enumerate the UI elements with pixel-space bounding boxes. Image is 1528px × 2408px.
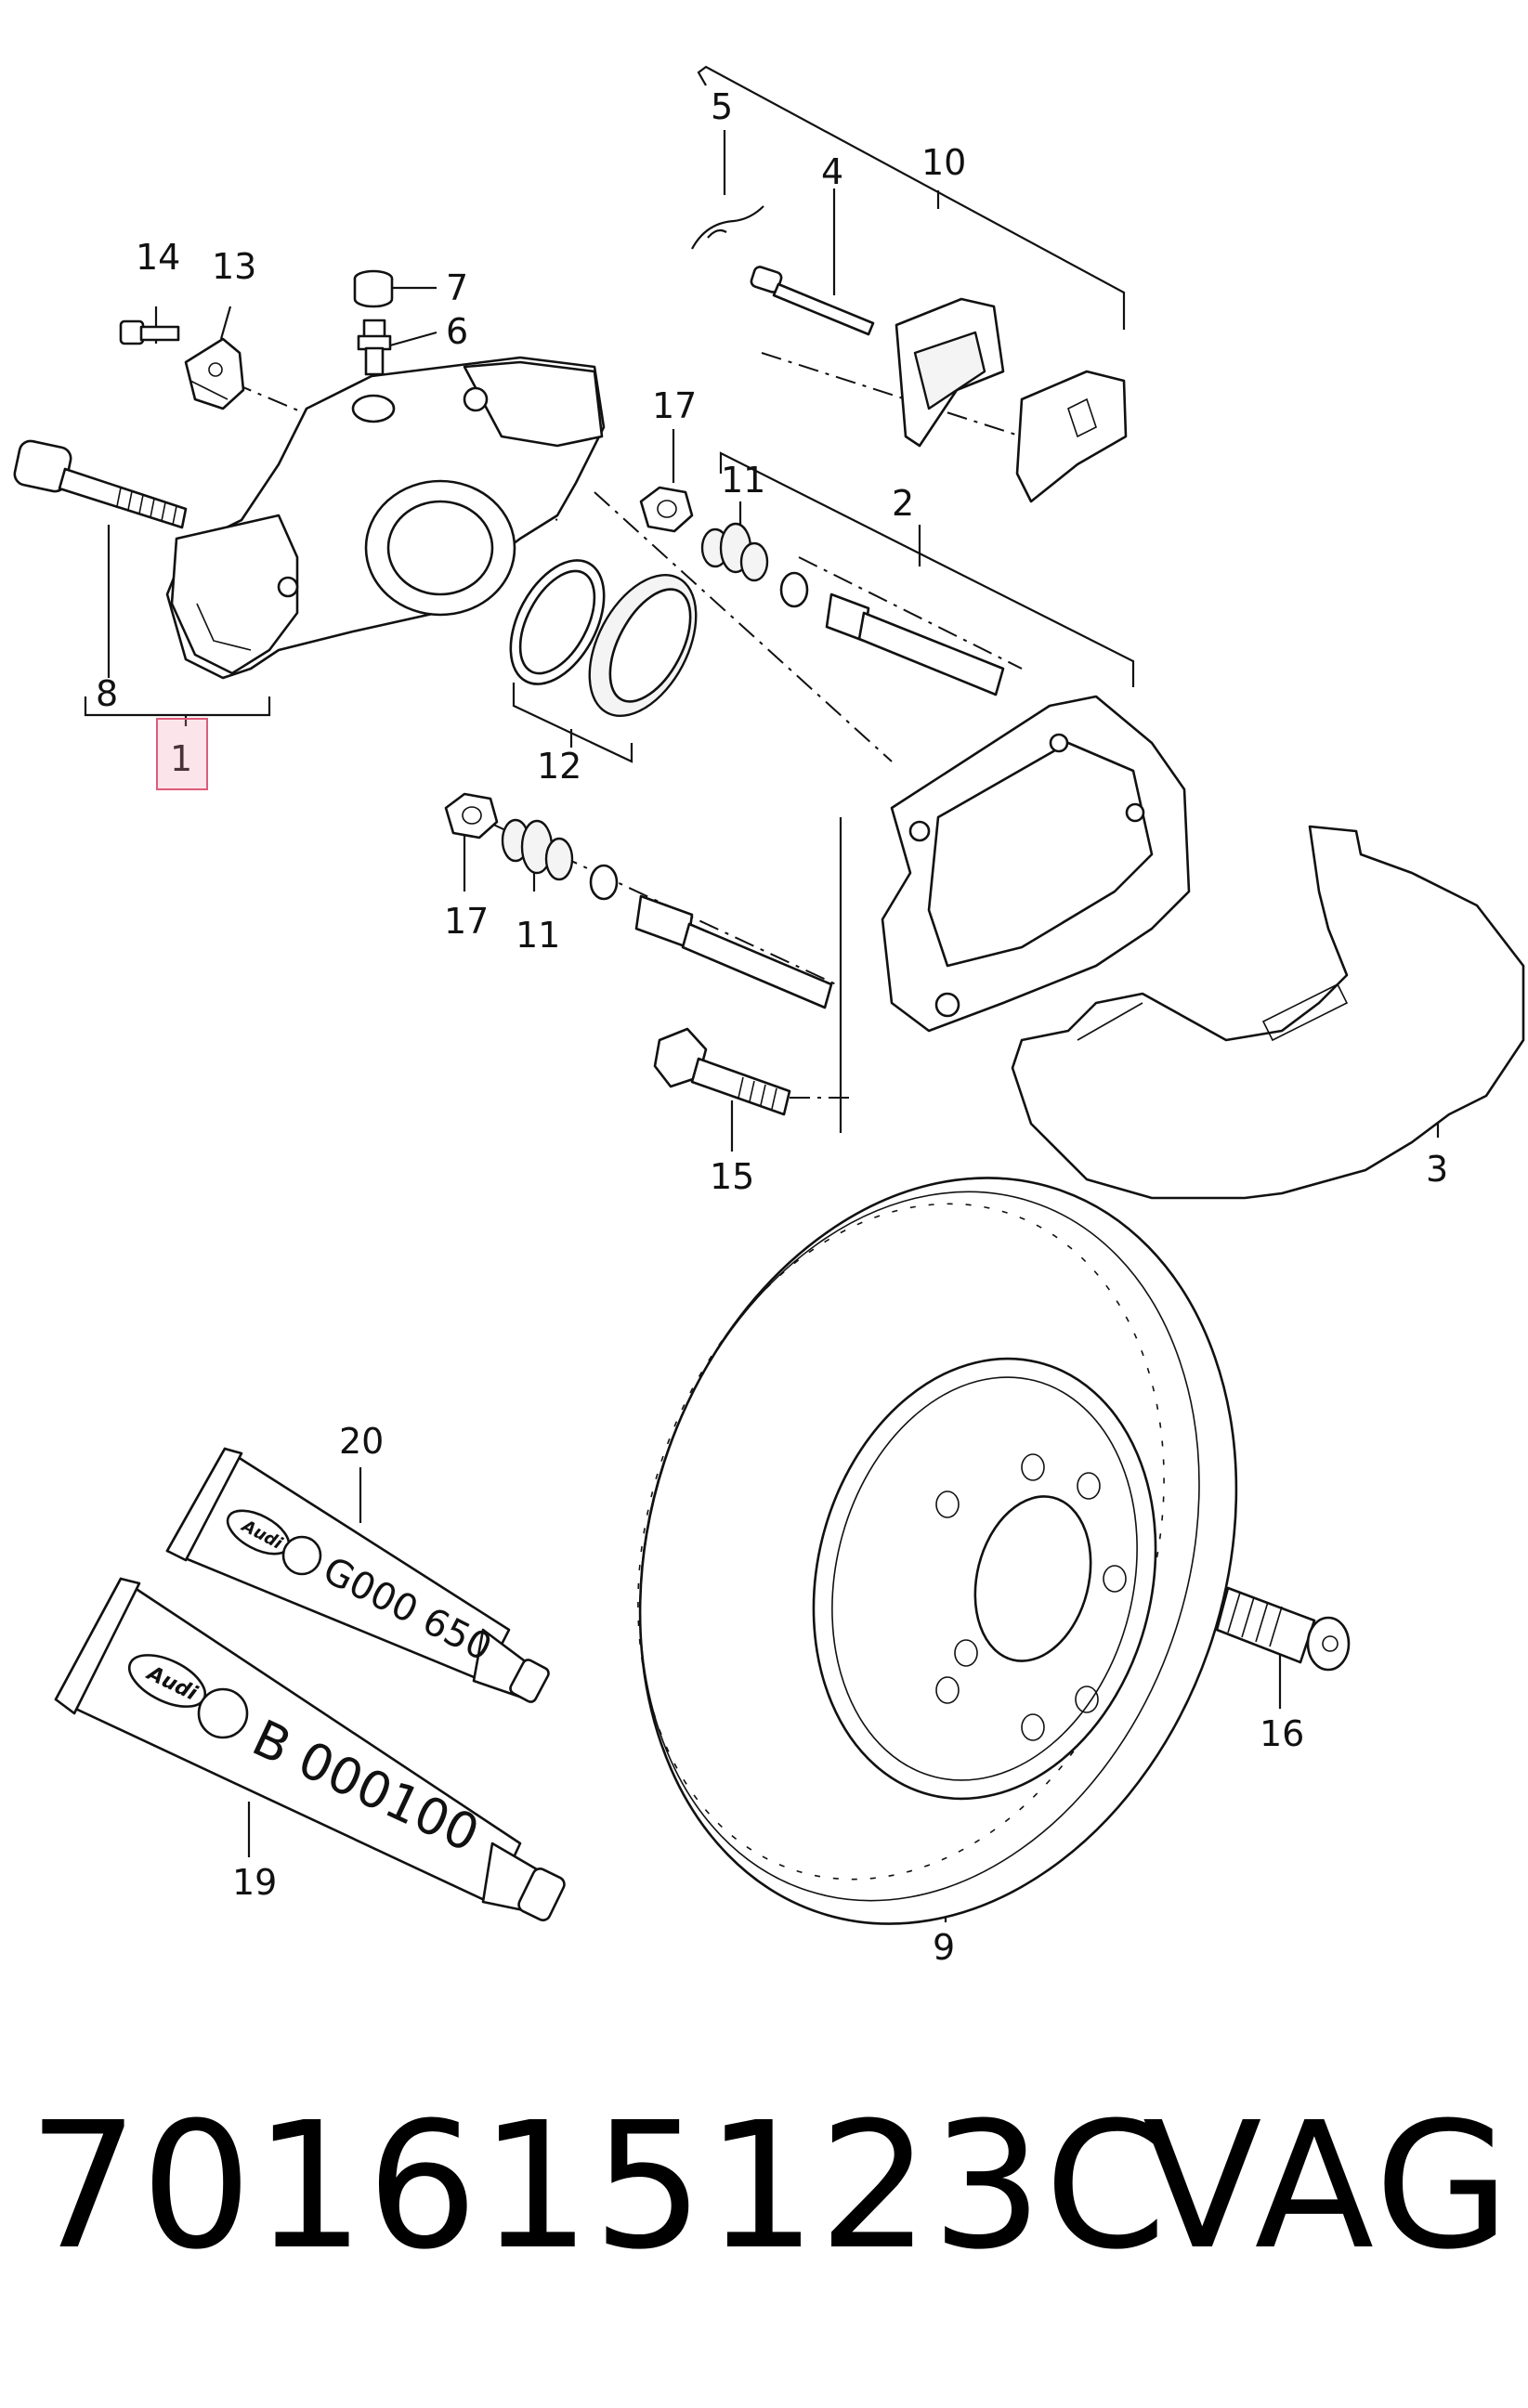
callout-13: 13 (212, 246, 256, 287)
bleed-cap-7 (353, 269, 394, 308)
callout-2: 2 (892, 483, 914, 524)
callout-12: 12 (537, 746, 581, 787)
seal-12 (509, 559, 606, 685)
callout-14: 14 (136, 237, 180, 278)
caliper-housing-1 (165, 356, 606, 680)
callout-15: 15 (710, 1156, 754, 1197)
brake-disc-9 (637, 1177, 1238, 1925)
brand-name: VAG (1143, 2085, 1514, 2288)
pin-4 (750, 266, 875, 336)
bushing-11-top (700, 522, 809, 608)
screw-16 (1215, 1586, 1351, 1672)
bolt-8 (13, 439, 188, 529)
guide-pin-bottom (634, 894, 833, 1009)
bushing-11-bottom (501, 818, 619, 901)
guide-pin-top (825, 592, 1005, 696)
callout-8: 8 (96, 673, 118, 714)
callout-11-top: 11 (721, 460, 765, 501)
bleed-valve-6 (357, 319, 392, 376)
brake-pad-10a (895, 297, 1005, 448)
splash-shield-3 (1011, 825, 1525, 1200)
callout-3: 3 (1426, 1149, 1448, 1190)
boot-12 (588, 573, 698, 718)
bolt-14 (119, 319, 180, 345)
callout-11-bottom: 11 (516, 915, 560, 956)
spring-5 (691, 205, 764, 250)
callout-16: 16 (1260, 1713, 1304, 1754)
group-brackets (84, 65, 1135, 1133)
callout-1: 1 (170, 738, 192, 779)
bolt-15 (653, 1027, 791, 1116)
callout-7: 7 (446, 267, 468, 308)
callout-17-top: 17 (652, 385, 697, 426)
callout-4: 4 (821, 151, 843, 192)
callout-labels: 14 13 7 6 5 4 10 17 11 2 8 1 12 17 11 3 … (96, 86, 1448, 1968)
callout-19: 19 (232, 1862, 277, 1903)
callout-6: 6 (446, 311, 468, 352)
callout-10: 10 (921, 142, 966, 183)
clip-13 (184, 337, 245, 410)
callout-5: 5 (711, 86, 733, 127)
nut-17-top (639, 486, 694, 533)
nut-17-bottom (444, 792, 499, 840)
brake-pad-10b (1015, 370, 1128, 503)
part-number: 701615123C (28, 2085, 1169, 2288)
callout-9: 9 (933, 1927, 955, 1968)
caliper-carrier-2 (881, 695, 1191, 1033)
callout-20: 20 (339, 1421, 384, 1462)
highlight-box-item-1 (156, 718, 208, 790)
callout-17-bottom: 17 (444, 901, 489, 942)
